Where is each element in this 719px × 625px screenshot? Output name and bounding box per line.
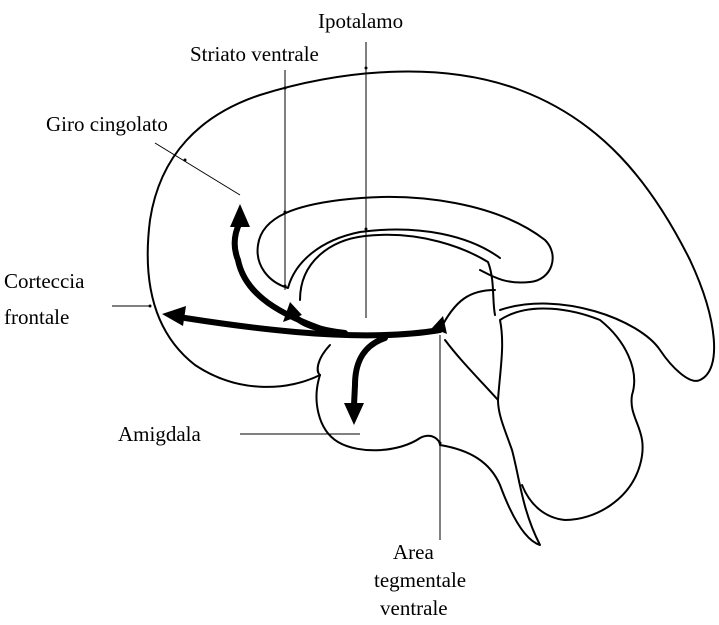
medial-temporal-outline [318, 345, 330, 375]
brainstem-outline [440, 400, 540, 545]
pons-outline [445, 340, 498, 400]
corpus-callosum-outer [258, 197, 553, 283]
arrowhead-cingulate [230, 204, 250, 227]
label-frontal-cortex-line1: Corteccia [4, 270, 84, 293]
label-ventral-striatum: Striato ventrale [190, 43, 319, 66]
label-vta-line1: Area [393, 541, 434, 564]
temporal-lobe-outline [317, 375, 440, 450]
marker-dot [365, 67, 368, 70]
corpus-callosum-inner [258, 230, 500, 288]
marker-dot [284, 87, 287, 90]
marker-dot [284, 285, 287, 288]
label-amygdala: Amigdala [118, 423, 201, 446]
leader-cingulate [155, 143, 240, 195]
marker-dot [365, 228, 368, 231]
label-cingulate-gyrus: Giro cingolato [46, 113, 168, 136]
marker-dot [284, 211, 287, 214]
marker-dot [439, 442, 442, 445]
marker-dot [184, 159, 187, 162]
label-vta-line2: tegmentale [374, 569, 466, 592]
thalamus-outline [300, 235, 495, 315]
cingulate-pathway [235, 222, 330, 332]
cortex-outline [148, 71, 714, 386]
midbrain-outline [440, 290, 495, 330]
arrowhead-amygdala [344, 403, 364, 425]
arrowhead-frontal [162, 306, 186, 326]
label-frontal-cortex-line2: frontale [4, 306, 69, 329]
label-vta-line3: ventrale [380, 597, 448, 620]
label-hypothalamus: Ipotalamo [318, 10, 403, 33]
amygdala-pathway [354, 338, 385, 405]
marker-dot [149, 305, 152, 308]
